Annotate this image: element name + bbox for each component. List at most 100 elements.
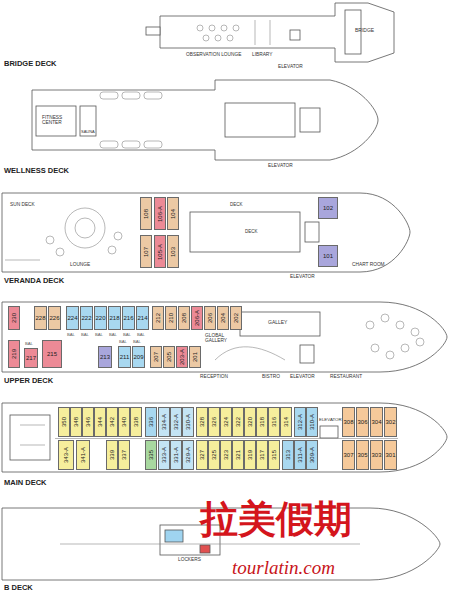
area-label: RECEPTION (200, 374, 228, 379)
cabin-number: 202 (233, 313, 239, 323)
cabin-box: 340 (118, 407, 130, 437)
cabin-box: 333-A (158, 440, 170, 470)
cabin-number: 338 (133, 417, 139, 427)
cabin-number: 230 (11, 313, 17, 323)
cabin-box: 222 (80, 306, 93, 330)
deck-name: MAIN DECK (4, 479, 47, 487)
cabin-box: 212 (152, 306, 164, 330)
balcony-label: BAL (123, 333, 131, 337)
cabin-number: 102 (323, 205, 333, 211)
cabin-box: 346 (82, 407, 94, 437)
cabin-box: 334-A (158, 407, 170, 437)
cabin-number: 319 (247, 450, 253, 460)
cabin-number: 219 (11, 349, 17, 359)
cabin-number: 101 (323, 253, 333, 259)
cabin-box: 230 (8, 306, 20, 330)
cabin-box: 209 (132, 346, 145, 368)
cabin-number: 206-A (194, 310, 200, 326)
cabin-box: 102 (318, 197, 338, 219)
cabin-number: 325 (211, 450, 217, 460)
cabin-number: 201 (192, 352, 198, 362)
cabin-box: 328 (196, 407, 208, 437)
cabin-box: 322 (232, 407, 244, 437)
cabin-box: 301 (384, 440, 397, 470)
cabin-box: 103 (167, 235, 179, 268)
area-label: GLOBAL GALLERY (205, 333, 233, 343)
area-label: SAUNA (81, 130, 95, 134)
cabin-number: 333-A (161, 447, 167, 463)
cabin-box: 208 (178, 306, 190, 330)
cabin-box: 202 (230, 306, 242, 330)
cabin-box: 205 (163, 346, 175, 368)
cabin-box: 224 (66, 306, 79, 330)
cabin-box: 213 (98, 346, 112, 368)
area-label: ELEVATOR (290, 374, 315, 379)
balcony-label: BAL (109, 333, 117, 337)
cabin-box: 305 (356, 440, 369, 470)
cabin-box: 210 (165, 306, 177, 330)
cabin-box: 338 (130, 407, 142, 437)
cabin-box: 329-A (182, 440, 194, 470)
cabin-number: 310-A (309, 414, 315, 430)
deck-name: WELLNESS DECK (4, 167, 69, 175)
cabin-box: 106-A (154, 197, 166, 230)
balcony-label: BAL (119, 340, 127, 344)
cabin-box: 319 (244, 440, 256, 470)
cabin-box: 206 (204, 306, 216, 330)
cabin-number: 343-A (63, 447, 69, 463)
area-label: ELEVATOR (268, 163, 293, 168)
cabin-number: 217 (26, 355, 36, 361)
cabin-box: 214 (136, 306, 149, 330)
cabin-number: 224 (67, 315, 77, 321)
cabin-number: 329-A (185, 447, 191, 463)
cabin-box: 343-A (58, 440, 74, 470)
cabin-number: 334-A (161, 414, 167, 430)
cabin-box: 206-A (191, 306, 203, 330)
watermark: 拉美假期 (200, 500, 352, 540)
cabin-number: 328 (199, 417, 205, 427)
cabin-box: 320 (244, 407, 256, 437)
cabin-box: 325 (208, 440, 220, 470)
cabin-number: 337 (121, 450, 127, 460)
cabin-number: 103 (170, 246, 176, 256)
cabin-number: 308 (343, 419, 353, 425)
cabin-number: 322 (235, 417, 241, 427)
cabin-number: 323 (223, 450, 229, 460)
cabin-box: 348 (70, 407, 82, 437)
cabin-box: 337 (118, 440, 130, 470)
cabin-box: 316 (268, 407, 280, 437)
cabin-number: 342 (109, 417, 115, 427)
cabin-box: 226 (48, 306, 61, 330)
cabin-number: 209 (133, 354, 143, 360)
cabin-number: 305 (357, 452, 367, 458)
cabin-box: 220 (94, 306, 107, 330)
cabin-box: 302 (384, 407, 397, 437)
cabin-number: 306 (357, 419, 367, 425)
cabin-number: 204 (220, 313, 226, 323)
cabin-number: 317 (259, 450, 265, 460)
cabin-box: 314 (280, 407, 292, 437)
cabin-box: 303 (370, 440, 383, 470)
cabin-number: 327 (199, 450, 205, 460)
area-label: FITNESS CENTER (42, 115, 70, 125)
cabin-number: 106-A (157, 205, 163, 221)
cabin-number: 307 (343, 452, 353, 458)
cabin-box: 327 (196, 440, 208, 470)
deck-name: VERANDA DECK (4, 277, 64, 285)
watermark: tourlatin.com (232, 558, 335, 578)
cabin-number: 108 (143, 208, 149, 218)
balcony-label: BAL (67, 333, 75, 337)
deck-name: B DECK (4, 584, 33, 592)
cabin-box: 217 (24, 348, 38, 368)
cabin-box: 107 (140, 235, 152, 268)
cabin-box: 336 (145, 407, 157, 437)
cabin-number: 222 (81, 315, 91, 321)
cabin-box: 203-A (176, 346, 188, 368)
cabin-box: 341-A (76, 440, 90, 470)
cabin-number: 339 (109, 450, 115, 460)
area-label: ELEVATOR (319, 418, 342, 423)
cabin-number: 301 (385, 452, 395, 458)
cabin-number: 336 (148, 417, 154, 427)
area-label: RESTAURANT (330, 374, 362, 379)
